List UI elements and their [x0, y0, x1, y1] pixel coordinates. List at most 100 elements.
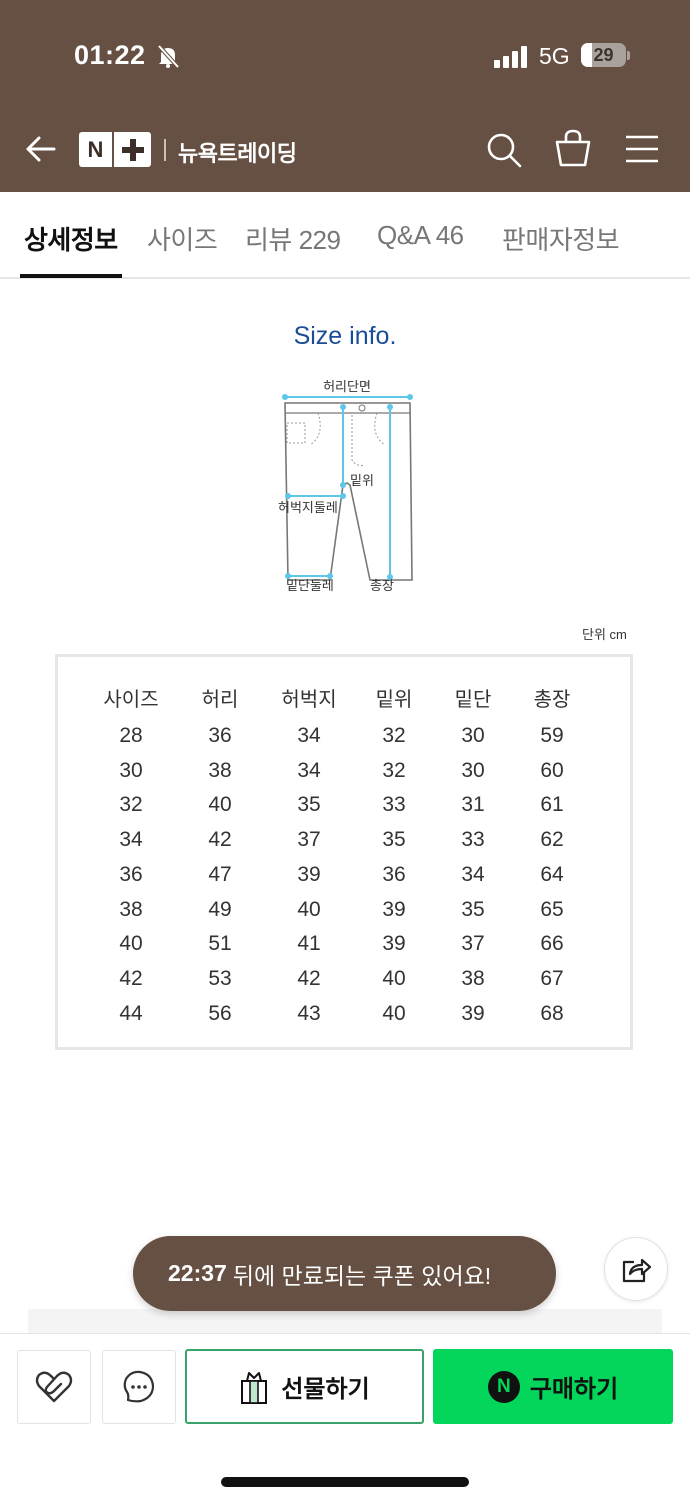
- tab-detail[interactable]: 상세정보: [24, 225, 118, 255]
- label-length: 총장: [370, 579, 394, 594]
- table-cell: 36: [119, 862, 143, 886]
- tab-size[interactable]: 사이즈: [147, 225, 218, 255]
- table-cell: 28: [119, 724, 143, 747]
- table-cell: 59: [540, 724, 564, 747]
- table-cell: 30: [461, 724, 485, 747]
- table-cell: 32: [382, 758, 406, 782]
- hamburger-menu-icon[interactable]: [624, 134, 660, 164]
- table-cell: 60: [540, 758, 564, 782]
- table-cell: 61: [540, 793, 564, 817]
- share-button[interactable]: [604, 1237, 668, 1301]
- table-cell: 66: [540, 932, 564, 956]
- unit-label: 단위 cm: [582, 627, 627, 642]
- table-cell: 36: [382, 862, 406, 886]
- table-cell: 34: [461, 862, 485, 886]
- wishlist-button[interactable]: [17, 1350, 91, 1424]
- table-cell: 43: [297, 1001, 321, 1025]
- table-cell: 41: [297, 932, 321, 956]
- header-cell: 밑위: [375, 689, 413, 711]
- table-cell: 62: [540, 828, 564, 852]
- table-cell: 42: [119, 966, 143, 990]
- table-cell: 39: [461, 1001, 485, 1025]
- coupon-banner[interactable]: 22:37 뒤에 만료되는 쿠폰 있어요!: [133, 1236, 556, 1311]
- share-icon: [622, 1258, 652, 1283]
- header-cell: 허리: [201, 689, 239, 711]
- naver-plus-logo[interactable]: N: [79, 132, 151, 167]
- search-icon[interactable]: [486, 132, 522, 168]
- coupon-countdown: 22:37: [168, 1260, 227, 1286]
- table-cell: 30: [461, 758, 485, 782]
- table-row: 36 47 39 36 34 64: [58, 863, 630, 897]
- table-cell: 42: [208, 828, 232, 852]
- table-cell: 49: [208, 897, 232, 921]
- table-cell: 51: [208, 932, 232, 956]
- table-cell: 34: [297, 724, 321, 747]
- table-cell: 44: [119, 1001, 143, 1025]
- battery-icon: 29: [581, 43, 626, 67]
- size-info-title: Size info.: [293, 322, 397, 350]
- tab-qna[interactable]: Q&A 46: [377, 220, 464, 250]
- table-cell: 33: [382, 793, 406, 817]
- table-cell: 47: [208, 862, 232, 886]
- table-cell: 30: [119, 758, 143, 782]
- table-cell: 40: [208, 793, 232, 817]
- table-cell: 33: [461, 828, 485, 852]
- table-cell: 34: [297, 758, 321, 782]
- table-cell: 32: [382, 724, 406, 747]
- table-cell: 68: [540, 1001, 564, 1025]
- table-cell: 42: [297, 966, 321, 990]
- tab-seller-info[interactable]: 판매자정보: [502, 225, 620, 255]
- shopping-bag-icon[interactable]: [554, 128, 592, 168]
- logo-n: N: [79, 132, 114, 167]
- table-row: 30 38 34 32 30 60: [58, 759, 630, 793]
- buy-button[interactable]: N 구매하기: [433, 1349, 673, 1424]
- gift-icon: [241, 1371, 268, 1404]
- talk-button[interactable]: [102, 1350, 176, 1424]
- header-cell: 총장: [533, 689, 571, 711]
- table-cell: 40: [119, 932, 143, 956]
- table-cell: 35: [461, 897, 485, 921]
- table-cell: 37: [297, 828, 321, 852]
- table-cell: 38: [461, 966, 485, 990]
- buy-label: 구매하기: [529, 1376, 619, 1403]
- table-cell: 67: [540, 966, 564, 990]
- header-cell: 허벅지: [281, 689, 337, 711]
- app-header: 01:22 5G 29 N 뉴욕트레이딩: [0, 0, 690, 192]
- naver-pay-icon: N: [487, 1370, 520, 1403]
- label-thigh: 허벅지둘레: [278, 501, 338, 516]
- back-arrow-icon[interactable]: [24, 132, 58, 166]
- pants-size-diagram: 허리단면 밑위 허벅지둘레 밑단둘레 총장: [278, 380, 413, 594]
- table-cell: 40: [382, 966, 406, 990]
- tab-reviews[interactable]: 리뷰 229: [245, 225, 341, 255]
- table-cell: 40: [297, 897, 321, 921]
- chat-bubble-icon: [123, 1370, 155, 1403]
- table-cell: 39: [297, 862, 321, 886]
- gift-button[interactable]: 선물하기: [185, 1349, 424, 1424]
- table-cell: 38: [208, 758, 232, 782]
- store-name[interactable]: 뉴욕트레이딩: [178, 141, 297, 166]
- network-label: 5G: [539, 43, 570, 69]
- battery-level: 29: [593, 45, 614, 65]
- table-row: 32 40 35 33 31 61: [58, 793, 630, 827]
- content-strip: [28, 1309, 662, 1333]
- home-indicator[interactable]: [221, 1477, 469, 1487]
- label-rise: 밑위: [350, 474, 374, 489]
- active-tab-indicator: [20, 274, 122, 278]
- table-cell: 35: [382, 828, 406, 852]
- table-cell: 35: [297, 793, 321, 817]
- status-time: 01:22: [74, 40, 146, 70]
- table-cell: 32: [119, 793, 143, 817]
- header-cell: 밑단: [454, 689, 492, 711]
- heart-link-icon: [35, 1371, 73, 1403]
- gift-label: 선물하기: [281, 1376, 370, 1403]
- table-cell: 64: [540, 862, 564, 886]
- table-cell: 56: [208, 1001, 232, 1025]
- table-cell: 31: [461, 793, 485, 817]
- table-cell: 34: [119, 828, 143, 852]
